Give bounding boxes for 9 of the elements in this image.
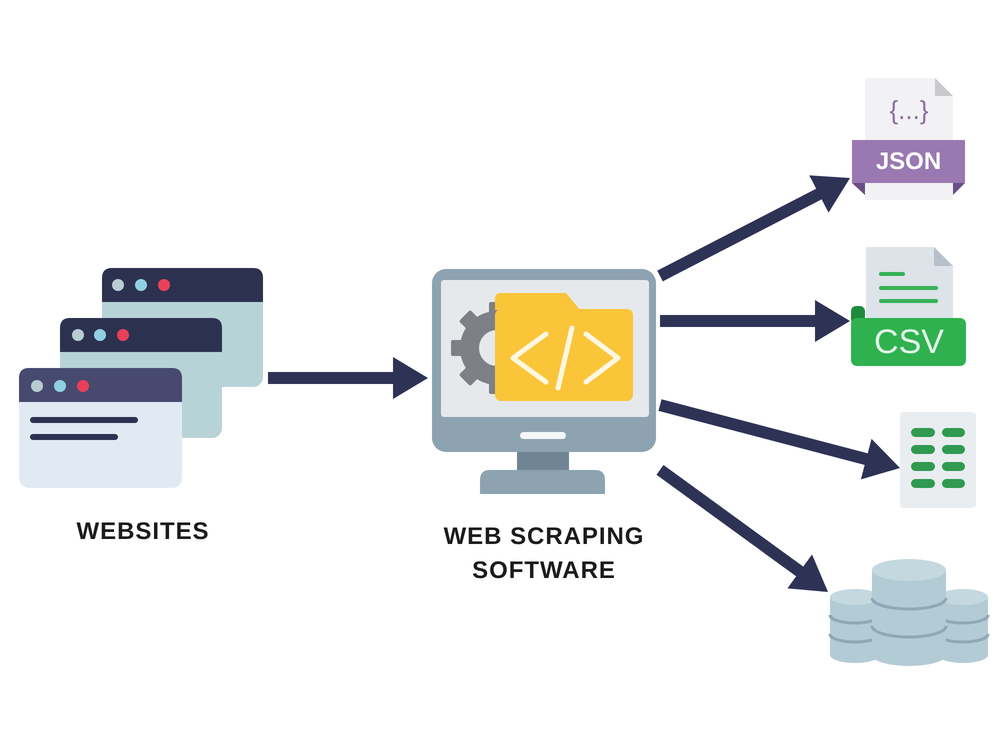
arrow [658, 399, 902, 480]
arrow [660, 300, 850, 342]
braces-text: {...} [889, 94, 929, 126]
file-format-label: CSV [874, 322, 944, 363]
node-label: WEB SCRAPING SOFTWARE [442, 522, 646, 586]
file-format-label: JSON [876, 147, 942, 177]
arrow [268, 357, 428, 399]
node-label: WEBSITES [76, 517, 210, 547]
arrow [657, 172, 853, 282]
